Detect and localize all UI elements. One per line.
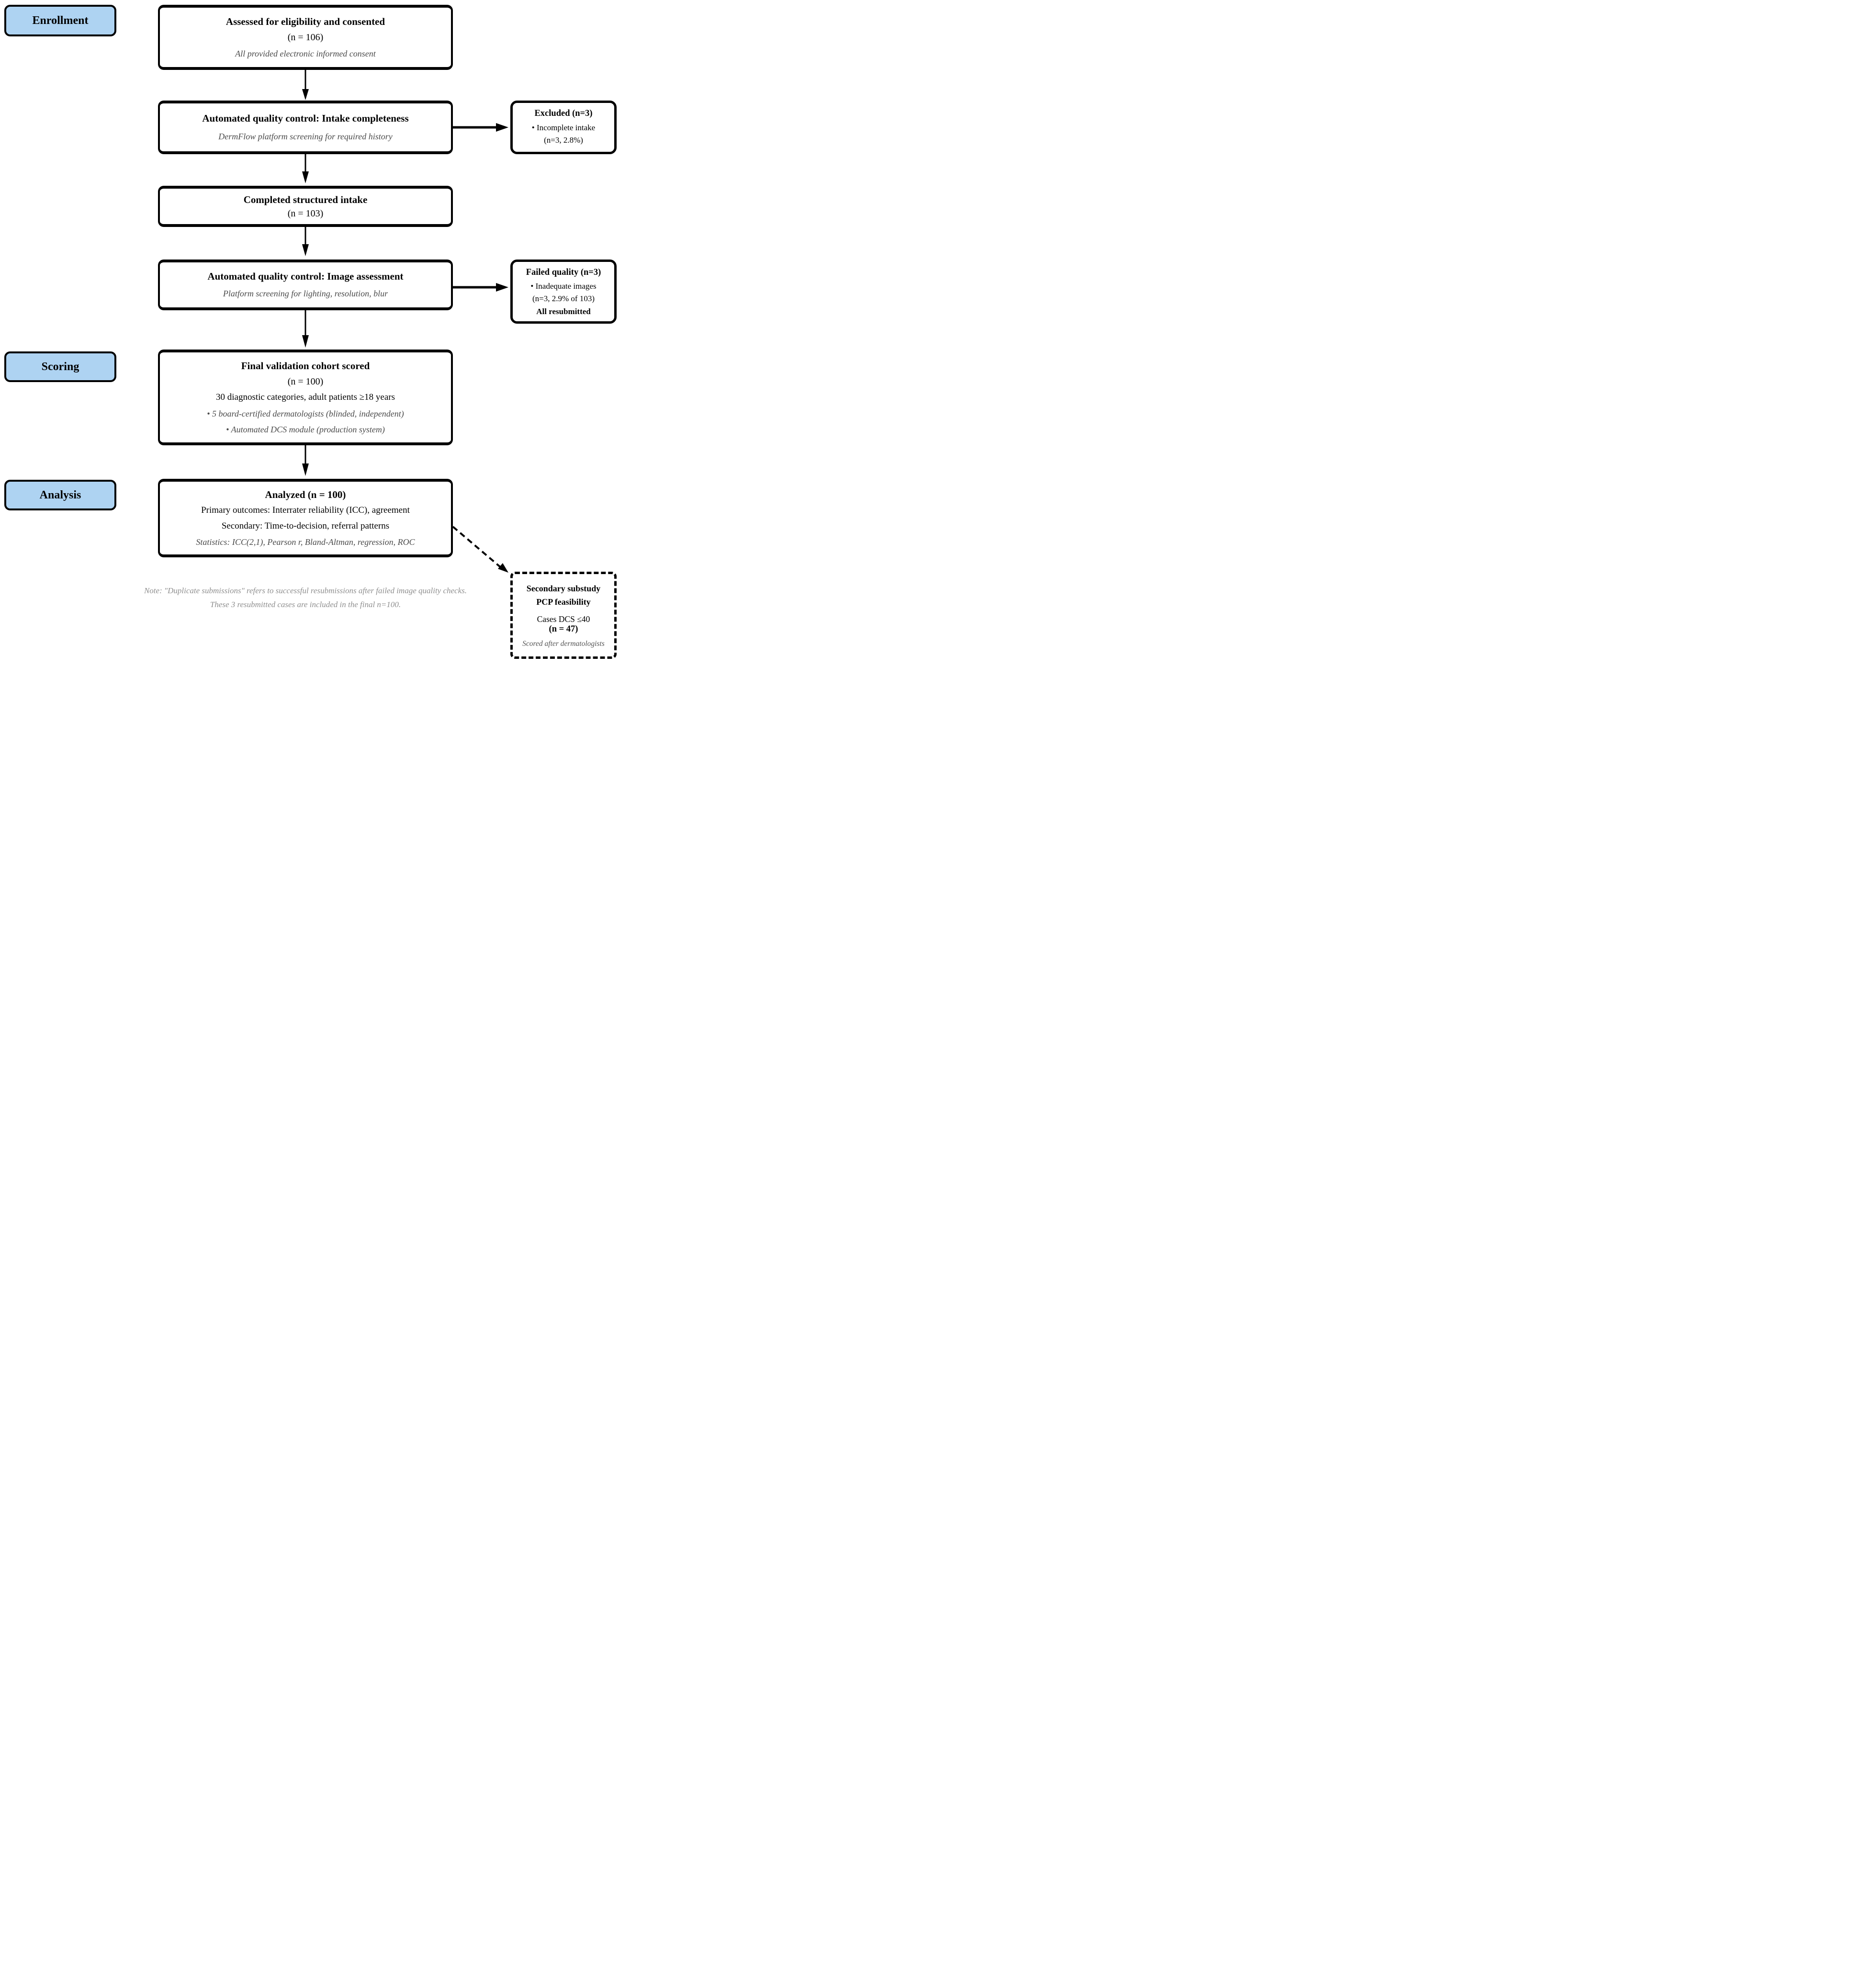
substudy-n: (n = 47) [549,624,578,634]
assessed-n: (n = 106) [287,32,324,43]
completed-title: Completed structured intake [243,194,368,206]
excluded-details: • Incomplete intake (n=3, 2.8%) [532,122,595,147]
stage-label-scoring-text: Scoring [41,360,79,373]
excluded-box: Excluded (n=3) • Incomplete intake (n=3,… [510,101,617,154]
scored-line1: 30 diagnostic categories, adult patients… [216,392,395,402]
failed-quality-title: Failed quality (n=3) [526,267,601,277]
substudy-counts: Cases DCS ≤40 (n = 47) [537,614,590,634]
analyzed-stats: Statistics: ICC(2,1), Pearson r, Bland-A… [196,537,415,547]
failed-quality-footer: All resubmitted [536,307,591,316]
failed-quality-bullet: • Inadequate images [530,281,597,291]
substudy-title1: Secondary substudy [526,584,601,594]
arrowhead-qc-image-to-failed-icon [496,283,508,292]
failed-quality-details: • Inadequate images (n=3, 2.9% of 103) [530,280,596,305]
substudy-note: Scored after dermatologists [522,639,605,648]
scored-title: Final validation cohort scored [241,360,370,372]
qc-image-title: Automated quality control: Image assessm… [207,271,404,282]
excluded-detail: (n=3, 2.8%) [544,136,583,145]
arrowhead-qc-intake-to-completed-icon [302,171,309,183]
arrowhead-analyzed-to-substudy-icon [498,563,508,573]
arrowhead-qc-intake-to-excluded-icon [496,123,508,132]
substudy-titles: Secondary substudy PCP feasibility [527,582,601,609]
qc-intake-box: Automated quality control: Intake comple… [158,101,453,154]
failed-quality-detail: (n=3, 2.9% of 103) [532,294,595,304]
stage-label-enrollment-text: Enrollment [32,14,89,27]
analyzed-box: Analyzed (n = 100) Primary outcomes: Int… [158,479,453,557]
footnote: Note: "Duplicate submissions" refers to … [90,584,521,612]
excluded-title: Excluded (n=3) [534,109,593,119]
scored-bullet2: • Automated DCS module (production syste… [226,424,385,434]
scored-n: (n = 100) [287,376,324,387]
stage-label-analysis-text: Analysis [39,488,81,501]
substudy-box: Secondary substudy PCP feasibility Cases… [510,572,617,659]
assessed-box: Assessed for eligibility and consented (… [158,5,453,70]
arrowhead-assessed-to-qc-intake-icon [302,89,309,100]
stage-label-analysis: Analysis [4,480,116,510]
stage-label-enrollment: Enrollment [4,5,116,36]
qc-image-box: Automated quality control: Image assessm… [158,260,453,310]
assessed-title: Assessed for eligibility and consented [225,15,385,27]
qc-image-note: Platform screening for lighting, resolut… [223,289,388,299]
arrowhead-scored-to-analyzed-icon [302,463,309,476]
consort-flow-diagram: Enrollment Scoring Analysis Assessed for… [0,0,619,663]
assessed-note: All provided electronic informed consent [235,49,376,59]
footnote-line1: Note: "Duplicate submissions" refers to … [144,586,467,595]
flow-arrows-layer [302,70,508,573]
substudy-line1: Cases DCS ≤40 [537,614,590,624]
qc-intake-title: Automated quality control: Intake comple… [202,113,409,124]
completed-box: Completed structured intake (n = 103) [158,186,453,227]
failed-quality-box: Failed quality (n=3) • Inadequate images… [510,260,617,324]
qc-intake-note: DermFlow platform screening for required… [218,132,393,142]
scored-box: Final validation cohort scored (n = 100)… [158,350,453,445]
analyzed-line2: Secondary: Time-to-decision, referral pa… [221,520,390,531]
substudy-title2: PCP feasibility [536,597,591,607]
analyzed-line1: Primary outcomes: Interrater reliability… [201,505,410,516]
scored-bullet1: • 5 board-certified dermatologists (blin… [207,408,404,418]
stage-label-scoring: Scoring [4,351,116,382]
footnote-line2: These 3 resubmitted cases are included i… [210,599,401,609]
arrowhead-completed-to-qc-image-icon [302,244,309,256]
analyzed-title: Analyzed (n = 100) [265,489,346,501]
arrowhead-qc-image-to-scored-icon [302,335,309,348]
arrow-analyzed-to-substudy [452,526,502,568]
excluded-bullet: • Incomplete intake [531,123,596,132]
completed-n: (n = 103) [287,208,324,219]
